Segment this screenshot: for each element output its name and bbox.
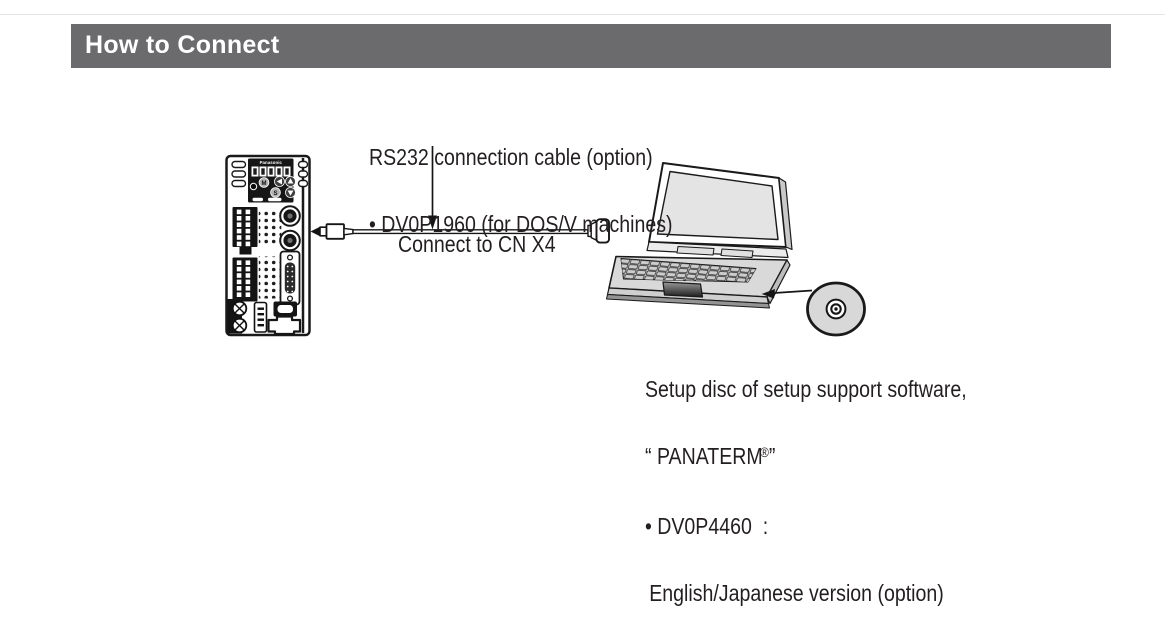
laptop-side-front-dark (606, 294, 770, 309)
laptop-keyboard-keys (621, 258, 756, 282)
dsub-connector (595, 218, 610, 244)
cable-note-line2: • DV0P1960 (for DOS/V machines) (369, 211, 673, 238)
setup-note-line4: English/Japanese version (option) (649, 580, 944, 607)
cd-disc-illustration (806, 281, 866, 337)
mode-button-label: M (262, 181, 267, 187)
io-connector-x5 (279, 250, 301, 306)
ground-screw-upper (231, 300, 248, 317)
connection-diagram: Panasonic M S (225, 146, 866, 337)
setup-note-line1: Setup disc of setup support software, (645, 375, 967, 402)
modular-jack (267, 315, 302, 336)
laptop-lid-edge (778, 177, 793, 251)
laptop-touchpad (662, 281, 704, 298)
indicator-window-left (252, 197, 263, 202)
down-arrowhead-icon (428, 215, 437, 230)
indicator-window-right (268, 197, 282, 202)
set-button (270, 187, 281, 198)
display-panel: Panasonic M S (248, 158, 296, 203)
registered-trademark-icon: ® (760, 444, 769, 461)
laptop-screen (656, 170, 779, 241)
rs232-cable-illustration (310, 218, 610, 244)
ground-screw-lower (231, 317, 248, 334)
device-brand-label: Panasonic (260, 160, 283, 165)
up-arrow-icon (287, 178, 294, 184)
section-header: How to Connect (71, 24, 1111, 68)
left-arrowhead-icon (761, 289, 775, 299)
mode-button (258, 177, 270, 188)
cable-callout-arrow (428, 146, 437, 230)
down-arrow-icon (287, 190, 294, 196)
setup-note-line2: “ PANATERM®” (645, 443, 967, 470)
power-led (249, 182, 258, 191)
laptop-illustration (606, 162, 793, 309)
vent-dots-lower (258, 256, 282, 299)
page-edge-line (0, 14, 1165, 15)
laptop-hinge-left (676, 246, 715, 256)
round-connector-x7 (279, 229, 301, 252)
seven-segment-display (251, 166, 291, 177)
cable-plug-arrow-icon (310, 226, 320, 237)
left-arrow-icon (276, 178, 282, 185)
plug-body (325, 223, 345, 240)
cd-to-laptop-arrow (761, 289, 813, 299)
terminal-connector-upper (232, 207, 258, 255)
laptop-hinge-right (720, 248, 754, 258)
cable-note: RS232 connection cable (option) • DV0P19… (369, 101, 672, 258)
plug-boot (343, 227, 354, 236)
setup-note-line3: • DV0P4460 : (645, 513, 769, 540)
panaterm-name: “ PANATERM (645, 443, 763, 470)
terminal-strip (253, 301, 268, 333)
connect-to-cn-x4-label: Connect to CN X4 (398, 231, 556, 257)
cable-note-line1: RS232 connection cable (option) (369, 143, 653, 170)
usb-port (273, 301, 297, 317)
vent-dots-upper (258, 208, 282, 244)
disc-hub-dot (834, 307, 838, 311)
setup-disc-note: Setup disc of setup support software, “ … (645, 333, 967, 627)
servo-driver-illustration: Panasonic M S (225, 154, 311, 337)
set-button-label: S (273, 191, 277, 197)
round-connector-x6 (279, 205, 301, 227)
plug-tip (319, 226, 328, 237)
panaterm-close-quote: ” (768, 443, 776, 470)
heatsink-fins (231, 160, 309, 188)
terminal-connector-lower (232, 257, 258, 302)
page-title: How to Connect (85, 31, 280, 59)
